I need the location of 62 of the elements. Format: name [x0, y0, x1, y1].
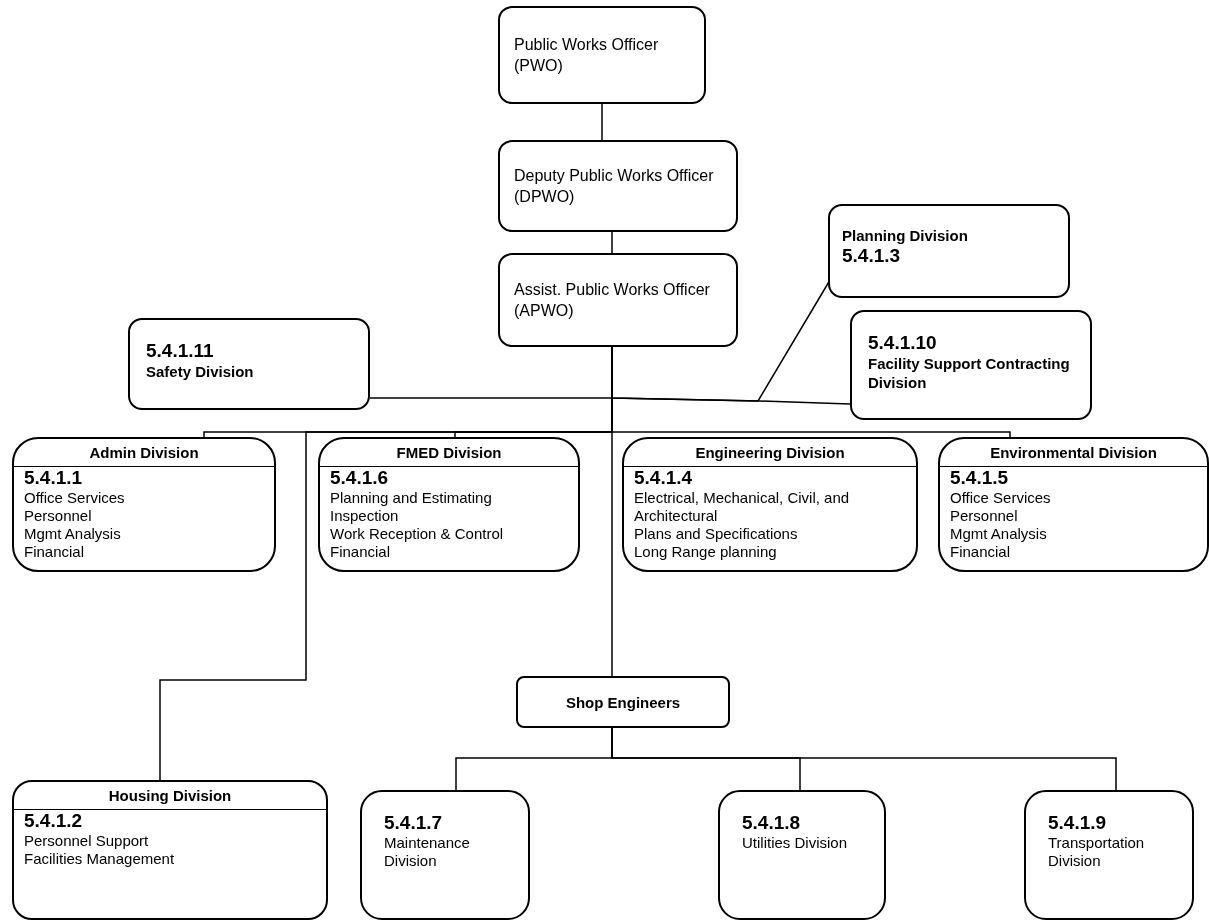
function-text: Electrical, Mechanical, Civil, and Architectural — [634, 489, 851, 525]
division-title: FMED Division — [320, 441, 578, 467]
org-box — [128, 318, 370, 410]
section-number: 5.4.1.6 — [330, 467, 390, 489]
org-box — [622, 437, 918, 572]
function-text: Mgmt Analysis — [950, 525, 1048, 543]
org-box — [318, 437, 580, 572]
section-number: 5.4.1.3 — [842, 245, 901, 267]
section-number: 5.4.1.9 — [1048, 812, 1107, 834]
node-text: Assist. Public Works Officer (APWO) — [514, 280, 711, 321]
function-text: Inspection — [330, 507, 400, 525]
division-title: Facility Support Contracting Division — [868, 354, 1071, 392]
section-number: 5.4.1.8 — [742, 812, 801, 834]
function-text: Financial — [24, 543, 86, 561]
org-box — [498, 6, 706, 104]
function-text: Planning and Estimating — [330, 489, 493, 507]
connector-line — [611, 231, 613, 254]
division-name: Utilities Division — [742, 834, 848, 852]
org-box — [498, 140, 738, 232]
section-number: 5.4.1.10 — [868, 332, 937, 354]
section-number: 5.4.1.11 — [146, 340, 214, 362]
section-number: 5.4.1.5 — [950, 467, 1010, 489]
org-box — [360, 790, 530, 920]
org-box — [1024, 790, 1194, 920]
org-box — [498, 253, 738, 347]
function-text: Personnel — [24, 507, 93, 525]
node-title: Shop Engineers — [565, 692, 681, 712]
section-number: 5.4.1.1 — [24, 467, 84, 489]
function-text: Facilities Management — [24, 850, 176, 868]
function-text: Office Services — [24, 489, 126, 507]
org-box — [12, 780, 328, 920]
division-title: Planning Division — [842, 226, 968, 245]
org-box — [718, 790, 886, 920]
node-text: Deputy Public Works Officer (DPWO) — [514, 166, 715, 207]
section-number: 5.4.1.2 — [24, 810, 84, 832]
division-title: Safety Division — [146, 362, 254, 381]
function-text: Mgmt Analysis — [24, 525, 122, 543]
connector-line — [611, 346, 613, 677]
org-box — [12, 437, 276, 572]
org-box — [516, 676, 730, 728]
section-number: 5.4.1.4 — [634, 467, 694, 489]
org-box — [938, 437, 1209, 572]
node-text: Public Works Officer (PWO) — [514, 35, 660, 76]
division-title: Environmental Division — [940, 441, 1207, 467]
division-title: Admin Division — [14, 441, 274, 467]
function-text: Work Reception & Control — [330, 525, 505, 543]
org-box — [828, 204, 1070, 298]
division-name: Maintenance Division — [384, 834, 471, 870]
division-title: Engineering Division — [624, 441, 916, 467]
division-name: Transportation Division — [1048, 834, 1146, 870]
function-text: Personnel Support — [24, 832, 150, 850]
section-number: 5.4.1.7 — [384, 812, 443, 834]
function-text: Financial — [950, 543, 1012, 561]
function-text: Plans and Specifications — [634, 525, 799, 543]
connector-line — [601, 103, 603, 141]
function-text: Long Range planning — [634, 543, 778, 561]
function-text: Office Services — [950, 489, 1052, 507]
function-text: Financial — [330, 543, 392, 561]
connector-line — [611, 727, 1117, 791]
org-box — [850, 310, 1092, 420]
division-title: Housing Division — [14, 784, 326, 810]
function-text: Personnel — [950, 507, 1019, 525]
